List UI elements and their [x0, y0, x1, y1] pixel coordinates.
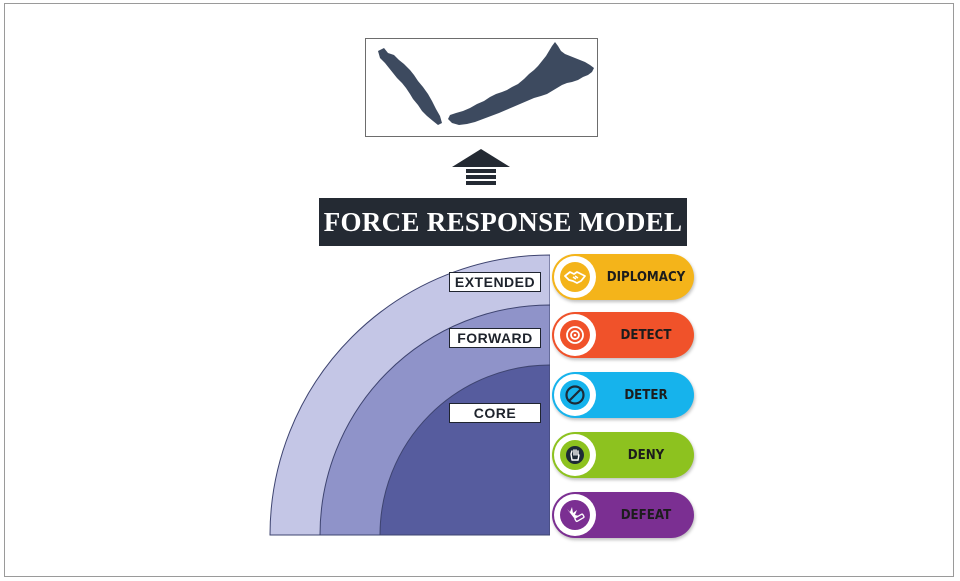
response-label-defeat: DEFEAT	[620, 507, 672, 523]
response-diplomacy: DIPLOMACY	[552, 254, 694, 300]
east-malaysia-shape	[448, 42, 594, 125]
response-deny: DENY	[552, 432, 694, 478]
peninsular-malaysia-shape	[378, 48, 442, 125]
response-deter: DETER	[552, 372, 694, 418]
response-label-deter: DETER	[624, 387, 668, 403]
malaysia-map	[365, 38, 598, 137]
response-detect: DETECT	[552, 312, 694, 358]
explosion-icon	[560, 500, 590, 530]
up-arrow-icon	[452, 149, 510, 185]
diagram-title: FORCE RESPONSE MODEL	[323, 206, 683, 237]
handshake-icon	[560, 262, 590, 292]
force-zones-diagram	[269, 250, 565, 540]
zone-label-core: CORE	[449, 403, 541, 423]
zone-label-extended: EXTENDED	[449, 272, 541, 292]
stop-hand-icon	[560, 440, 590, 470]
title-bar: FORCE RESPONSE MODEL	[319, 198, 687, 246]
response-label-detect: DETECT	[620, 327, 672, 343]
zone-label-forward: FORWARD	[449, 328, 541, 348]
response-defeat: DEFEAT	[552, 492, 694, 538]
target-icon	[560, 320, 590, 350]
prohibited-icon	[560, 380, 590, 410]
response-label-diplomacy: DIPLOMACY	[606, 269, 686, 285]
response-label-deny: DENY	[627, 447, 665, 463]
malaysia-map-graphic	[378, 42, 594, 125]
